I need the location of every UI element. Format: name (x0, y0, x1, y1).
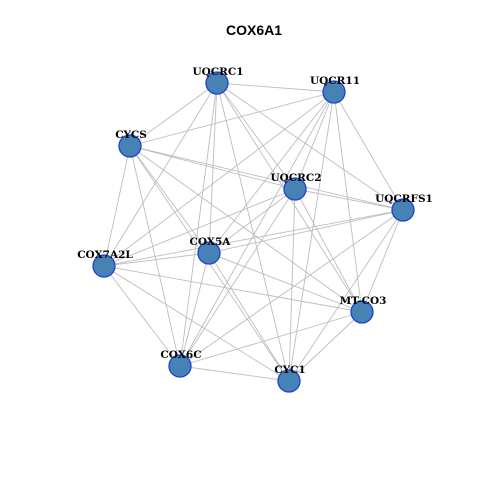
edge-uqcrfs1-mt-co3 (361, 209, 404, 313)
node-cycs (118, 134, 142, 158)
node-label-cycs: CYCS (115, 129, 147, 141)
edge-uqcr11-mt-co3 (333, 91, 363, 313)
edge-uqcrfs1-cox6c (179, 209, 404, 367)
edge-uqcr11-uqcrc2 (294, 91, 335, 190)
edge-layer (103, 82, 404, 382)
edge-cox7a2l-cyc1 (103, 265, 290, 382)
edge-cycs-mt-co3 (129, 145, 363, 313)
node-cox7a2l (92, 254, 116, 278)
node-label-cox6c: COX6C (160, 349, 201, 361)
edge-uqcrc1-cox7a2l (103, 82, 218, 267)
edge-uqcrfs1-cox7a2l (103, 209, 404, 267)
diagram-title: COX6A1 (226, 22, 282, 38)
edge-cox6c-mt-co3 (179, 311, 363, 367)
edge-cox7a2l-mt-co3 (103, 265, 363, 313)
edge-cycs-uqcrc2 (129, 145, 296, 190)
node-label-cox7a2l: COX7A2L (77, 249, 133, 261)
node-uqcrc2 (283, 177, 307, 201)
edge-uqcrfs1-cyc1 (288, 209, 404, 382)
edge-cox5a-cyc1 (208, 252, 290, 382)
edge-uqcrfs1-cox5a (208, 209, 404, 254)
edge-uqcrc2-cox6c (179, 188, 296, 367)
edge-cox6c-cyc1 (179, 365, 290, 382)
edge-uqcr11-cox5a (208, 91, 335, 254)
node-layer (92, 71, 415, 393)
edge-uqcrc1-uqcrfs1 (216, 82, 404, 211)
node-label-mt-co3: MT-CO3 (340, 295, 387, 307)
edge-cycs-cox7a2l (103, 145, 131, 267)
node-cyc1 (277, 369, 301, 393)
edge-uqcrc1-uqcr11 (216, 82, 335, 93)
edge-uqcrc1-uqcrc2 (216, 82, 296, 190)
edge-uqcr11-cox7a2l (103, 91, 335, 267)
edge-cycs-uqcrfs1 (129, 145, 404, 211)
edge-uqcr11-uqcrfs1 (333, 91, 404, 211)
edge-cycs-cox5a (129, 145, 210, 254)
edge-cox5a-cox7a2l (103, 252, 210, 267)
edge-uqcrc2-mt-co3 (294, 188, 363, 313)
edge-uqcrc1-cyc1 (216, 82, 290, 382)
edge-uqcr11-cyc1 (288, 91, 335, 382)
node-label-cyc1: CYC1 (274, 364, 305, 376)
node-label-uqcrfs1: UQCRFS1 (375, 193, 433, 205)
node-uqcrfs1 (391, 198, 415, 222)
edge-cox5a-mt-co3 (208, 252, 363, 313)
edge-cox5a-cox6c (179, 252, 210, 367)
node-label-uqcrc2: UQCRC2 (270, 172, 321, 184)
edge-uqcrc2-cox7a2l (103, 188, 296, 267)
edge-uqcrc1-cox6c (179, 82, 218, 367)
edge-uqcrc2-uqcrfs1 (294, 188, 404, 211)
edge-cox7a2l-cox6c (103, 265, 181, 367)
edge-uqcr11-cycs (129, 91, 335, 147)
node-label-uqcrc1: UQCRC1 (192, 66, 243, 78)
node-cox6c (168, 354, 192, 378)
edge-uqcr11-cox6c (179, 91, 335, 367)
node-cox5a (197, 241, 221, 265)
node-uqcr11 (322, 80, 346, 104)
edge-uqcrc1-cycs (129, 82, 218, 147)
node-uqcrc1 (205, 71, 229, 95)
edge-uqcrc2-cox5a (208, 188, 296, 254)
edge-cyc1-mt-co3 (288, 311, 363, 382)
node-mt-co3 (350, 300, 374, 324)
node-label-uqcr11: UQCR11 (310, 75, 360, 87)
node-label-cox5a: COX5A (190, 236, 232, 248)
